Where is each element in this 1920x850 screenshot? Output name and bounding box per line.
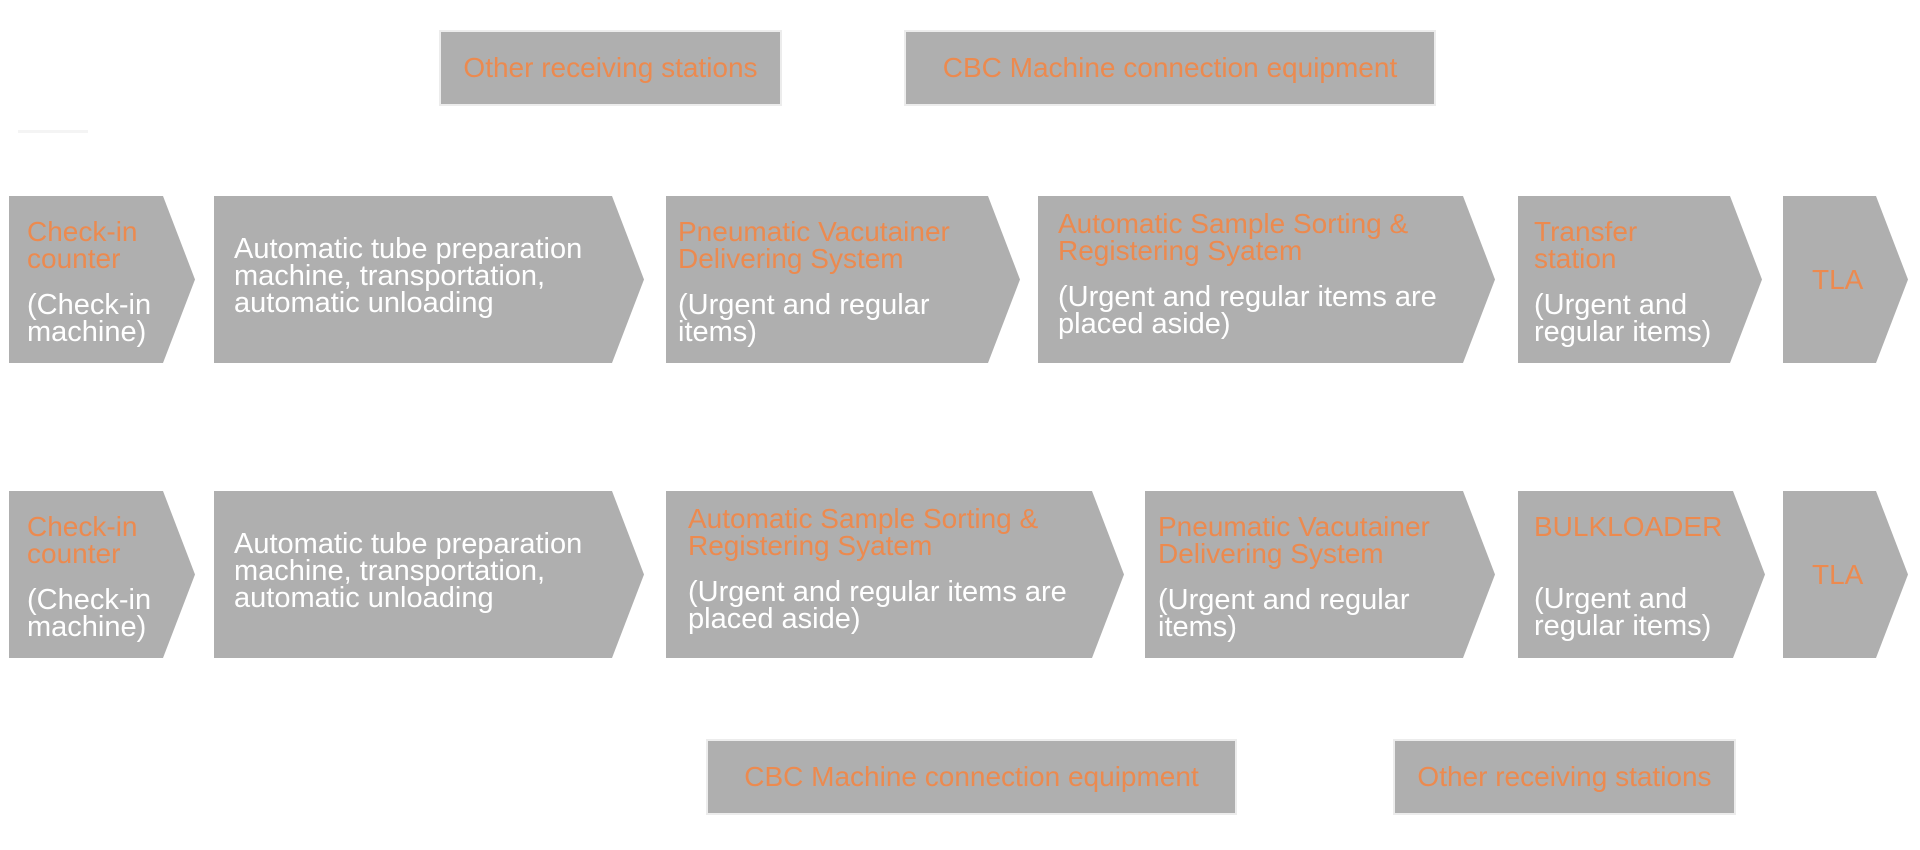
row1-step4-desc: (Urgent and regular items are placed asi… [1058,281,1437,340]
row1-step3-title: Pneumatic Vacutainer Delivering System [678,216,950,274]
row2-step6-title: TLA [1812,559,1864,590]
row1-step6-title: TLA [1812,264,1864,295]
row1-step-tla: TLA [1783,196,1908,363]
faint-mark [18,130,88,133]
row2-step-pneumatic-vacutainer: Pneumatic Vacutainer Delivering System (… [1145,491,1495,658]
row1-step-check-in-counter: Check-in counter (Check-in machine) [9,196,195,363]
row2-step-check-in-counter: Check-in counter (Check-in machine) [9,491,195,658]
row1-step-pneumatic-vacutainer: Pneumatic Vacutainer Delivering System (… [666,196,1020,363]
row2-step-tube-preparation: Automatic tube preparation machine, tran… [214,491,644,658]
row1-step-sample-sorting: Automatic Sample Sorting & Registering S… [1038,196,1495,363]
bottom-box-cbc-machine-connection: CBC Machine connection equipment [706,739,1237,815]
row1-step3-desc: (Urgent and regular items) [678,289,930,348]
row2-step1-title: Check-in counter [27,511,138,569]
row1-step-tube-preparation: Automatic tube preparation machine, tran… [214,196,644,363]
row2-step-tla: TLA [1783,491,1908,658]
row2-step5-desc: (Urgent and regular items) [1534,583,1712,642]
top-box-cbc-machine-connection: CBC Machine connection equipment [904,30,1436,106]
row2-step1-desc: (Check-in machine) [27,584,152,643]
row2-step5-title: BULKLOADER [1534,511,1723,542]
top-box-cbc-machine-connection-label: CBC Machine connection equipment [942,52,1398,83]
row2-step-sample-sorting: Automatic Sample Sorting & Registering S… [666,491,1124,658]
top-box-other-receiving-stations: Other receiving stations [439,30,782,106]
top-box-other-receiving-stations-label: Other receiving stations [463,52,758,83]
row2-step4-title: Pneumatic Vacutainer Delivering System [1158,511,1430,569]
row1-step1-desc: (Check-in machine) [27,289,152,348]
row2-step-bulkloader: BULKLOADER (Urgent and regular items) [1518,491,1765,658]
bottom-box-other-receiving-stations: Other receiving stations [1393,739,1736,815]
row1-step-transfer-station: Transfer station (Urgent and regular ite… [1518,196,1762,363]
bottom-box-other-receiving-stations-label: Other receiving stations [1417,761,1712,792]
row1-step5-desc: (Urgent and regular items) [1534,289,1712,348]
row1-step5-title: Transfer station [1534,216,1638,274]
row1-step4-title: Automatic Sample Sorting & Registering S… [1058,208,1409,266]
row1-step2-desc: Automatic tube preparation machine, tran… [234,233,583,319]
row1-step1-title: Check-in counter [27,216,138,274]
row2-step3-title: Automatic Sample Sorting & Registering S… [688,503,1039,561]
row2-step2-desc: Automatic tube preparation machine, tran… [234,528,583,614]
row2-step3-desc: (Urgent and regular items are placed asi… [688,576,1067,635]
bottom-box-cbc-machine-connection-label: CBC Machine connection equipment [744,761,1199,792]
row2-step4-desc: (Urgent and regular items) [1158,584,1410,643]
